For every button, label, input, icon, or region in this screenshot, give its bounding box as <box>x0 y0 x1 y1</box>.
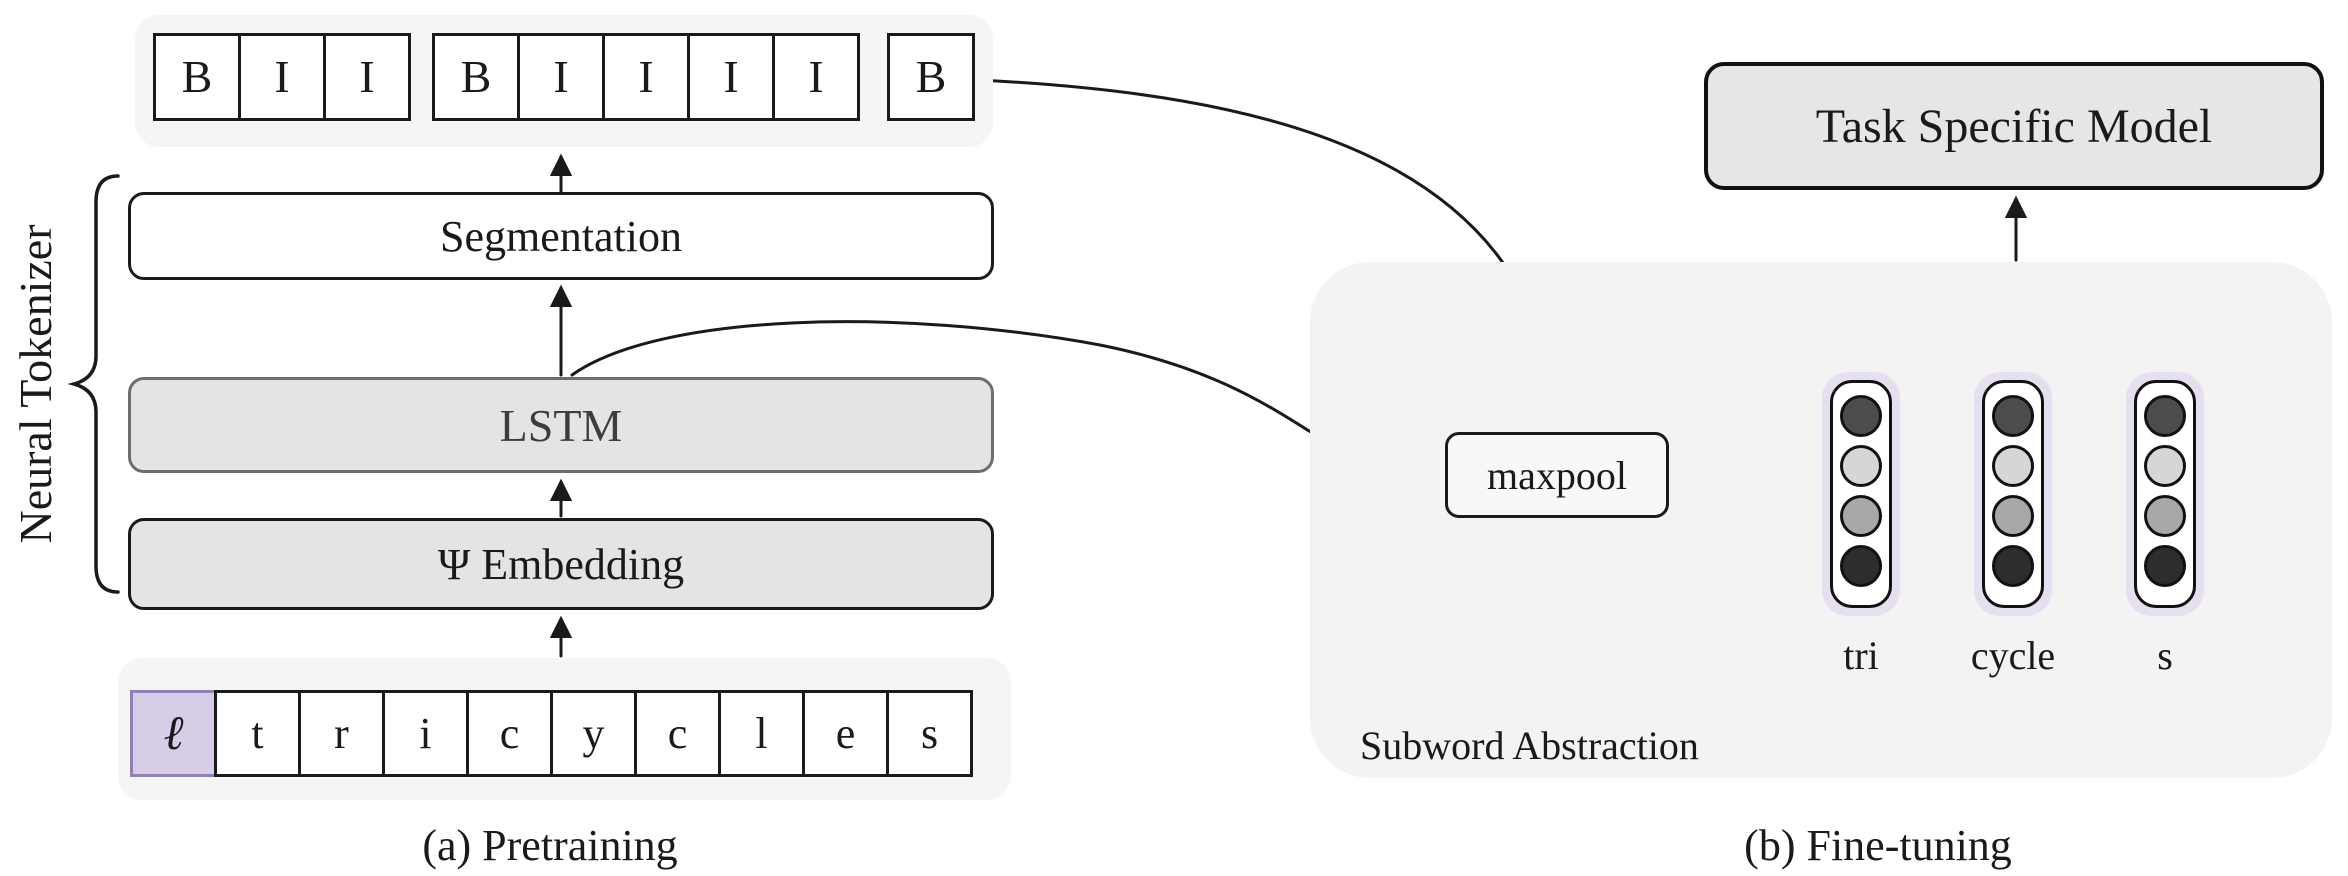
embedding-dot <box>1840 395 1882 437</box>
embedding-dot <box>2144 495 2186 537</box>
char-cell: i <box>382 690 469 777</box>
subword-label-cycle: cycle <box>1970 633 2056 678</box>
embedding-dot <box>1992 545 2034 587</box>
embedding-dot <box>1992 495 2034 537</box>
embedding-dot <box>2144 445 2186 487</box>
embedding-dot <box>1840 495 1882 537</box>
char-cell: c <box>634 690 721 777</box>
lstm-box: LSTM <box>128 377 994 473</box>
task-specific-model-label: Task Specific Model <box>1815 99 2213 153</box>
char-cell: e <box>802 690 889 777</box>
subword-column-s <box>2126 372 2204 616</box>
embedding-dot <box>1992 395 2034 437</box>
segmentation-box: Segmentation <box>128 192 994 280</box>
maxpool-label: maxpool <box>1487 452 1627 498</box>
maxpool-box: maxpool <box>1445 432 1669 518</box>
subword-label-s: s <box>2157 633 2173 678</box>
subword-column-tri <box>1822 372 1900 616</box>
caption-pretraining: (a) Pretraining <box>422 821 678 870</box>
char-cell-boundary-marker: ℓ <box>130 690 217 777</box>
subword-column-cycle <box>1974 372 2052 616</box>
char-cell: s <box>886 690 973 777</box>
embedding-box: Ψ Embedding <box>128 518 994 610</box>
embedding-dot <box>2144 545 2186 587</box>
lstm-label: LSTM <box>499 399 623 451</box>
tag-group: B <box>887 33 975 121</box>
tag-cell: I <box>323 33 411 121</box>
tag-cell: I <box>687 33 775 121</box>
embedding-dot <box>2144 395 2186 437</box>
tag-cell: B <box>887 33 975 121</box>
char-cell: r <box>298 690 385 777</box>
subword-abstraction-label: Subword Abstraction <box>1360 723 1699 768</box>
tag-cell: I <box>517 33 605 121</box>
char-cell: c <box>466 690 553 777</box>
embedding-dot <box>1992 445 2034 487</box>
tag-cell: B <box>153 33 241 121</box>
embedding-label: Ψ Embedding <box>437 539 685 589</box>
embedding-dot <box>1840 445 1882 487</box>
char-cell: y <box>550 690 637 777</box>
subword-label-tri: tri <box>1843 633 1879 678</box>
tag-cell: B <box>432 33 520 121</box>
char-cell: l <box>718 690 805 777</box>
tag-cell: I <box>238 33 326 121</box>
embedding-vector-pill <box>1982 380 2044 608</box>
tag-cell: I <box>772 33 860 121</box>
task-specific-model-box: Task Specific Model <box>1704 62 2324 190</box>
embedding-vector-pill <box>2134 380 2196 608</box>
tokenizer-brace <box>67 174 120 594</box>
segmentation-label: Segmentation <box>440 211 682 261</box>
embedding-dot <box>1840 545 1882 587</box>
char-cell: t <box>214 690 301 777</box>
neural-tokenizer-label: Neural Tokenizer <box>10 224 61 544</box>
embedding-vector-pill <box>1830 380 1892 608</box>
tag-cell: I <box>602 33 690 121</box>
caption-finetuning: (b) Fine-tuning <box>1744 821 2012 870</box>
